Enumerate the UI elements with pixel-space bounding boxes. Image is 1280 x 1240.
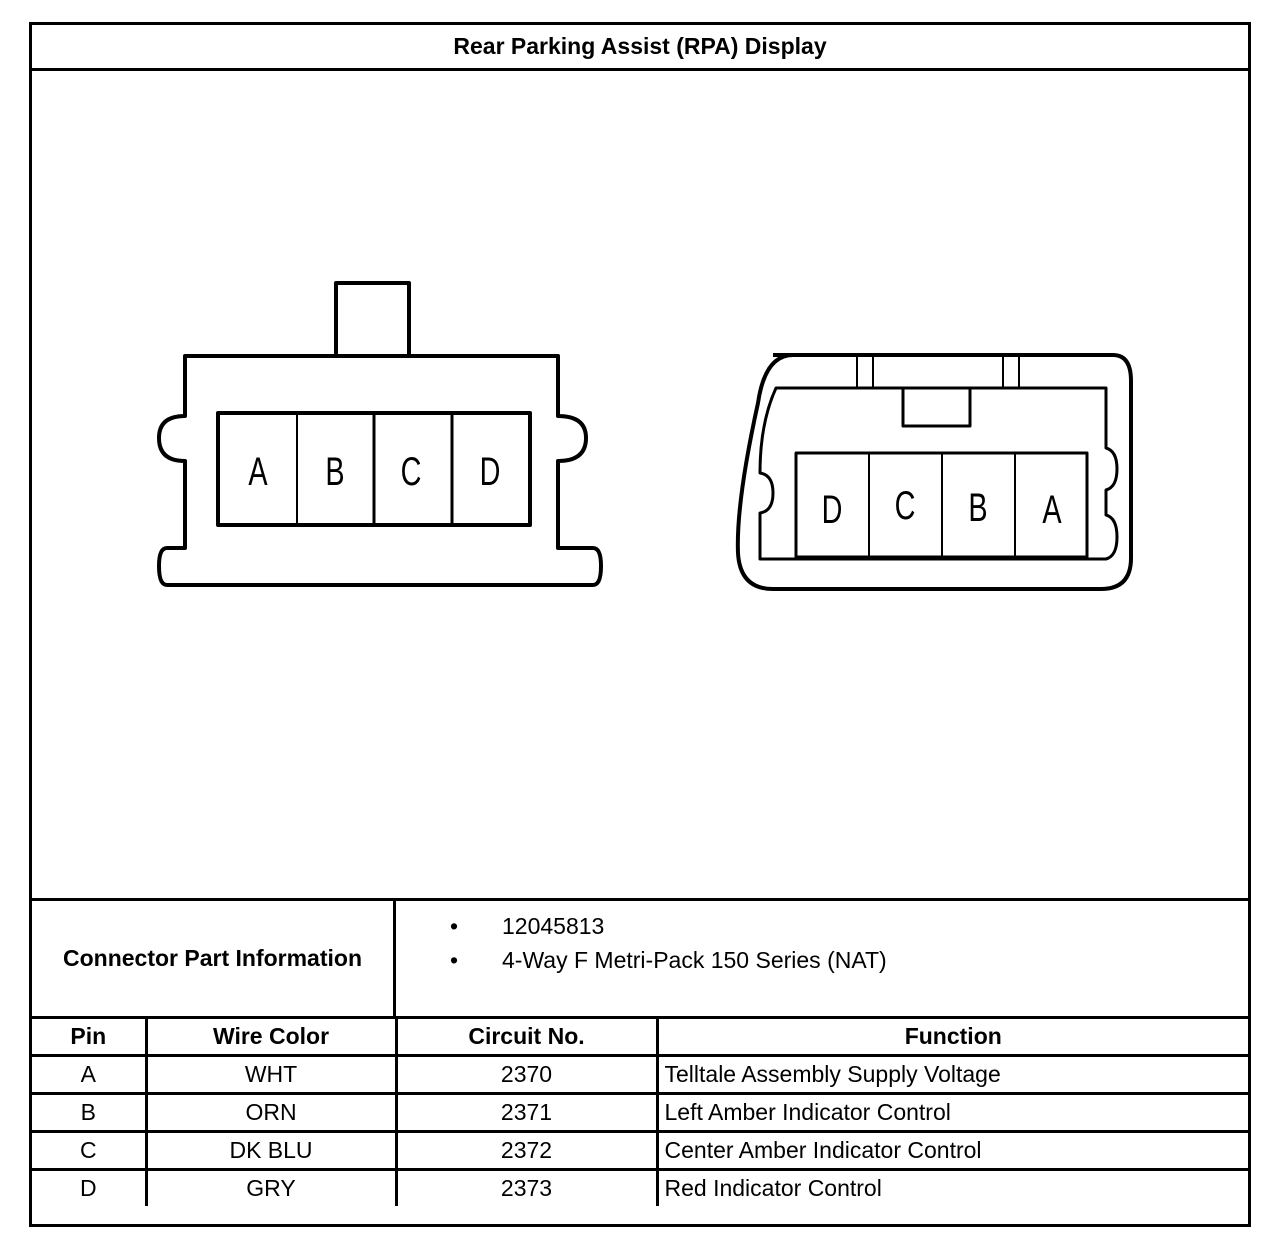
right-cavity-a: A xyxy=(1042,487,1062,532)
connector-drawing: A B C D D C B A xyxy=(157,281,1133,591)
header-function: Function xyxy=(655,1019,1248,1057)
table-header-row: Pin Wire Color Circuit No. Function xyxy=(32,1019,1248,1057)
list-item: • 4-Way F Metri-Pack 150 Series (NAT) xyxy=(396,943,887,977)
left-cavity-b: B xyxy=(325,449,344,494)
cell-circuit-no: 2370 xyxy=(394,1054,659,1095)
cell-pin: A xyxy=(32,1054,148,1095)
connector-diagram: A B C D D C B A xyxy=(32,71,1248,901)
cell-circuit-no: 2373 xyxy=(394,1168,659,1206)
left-cavity-c: C xyxy=(401,449,422,494)
connector-sheet: Rear Parking Assist (RPA) Display A B C … xyxy=(29,22,1251,1227)
right-cavity-b: B xyxy=(968,485,987,530)
cell-wire-color: GRY xyxy=(144,1168,398,1206)
cell-pin: C xyxy=(32,1130,148,1171)
connector-part-info-list: • 12045813 • 4-Way F Metri-Pack 150 Series… xyxy=(396,909,887,977)
connector-right xyxy=(735,353,1133,591)
table-row: B ORN 2371 Left Amber Indicator Control xyxy=(32,1092,1248,1133)
table-row: A WHT 2370 Telltale Assembly Supply Volt… xyxy=(32,1054,1248,1095)
pin-table: Pin Wire Color Circuit No. Function A WH… xyxy=(32,1019,1248,1206)
cell-circuit-no: 2372 xyxy=(394,1130,659,1171)
cell-function: Red Indicator Control xyxy=(655,1168,1248,1206)
left-cavity-a: A xyxy=(248,449,268,494)
cell-function: Center Amber Indicator Control xyxy=(655,1130,1248,1171)
right-cavity-c: C xyxy=(895,483,916,528)
sheet-title: Rear Parking Assist (RPA) Display xyxy=(32,25,1248,71)
cell-wire-color: ORN xyxy=(144,1092,398,1133)
connector-part-info-label: Connector Part Information xyxy=(32,901,396,1016)
connector-description: 4-Way F Metri-Pack 150 Series (NAT) xyxy=(502,947,887,973)
header-pin: Pin xyxy=(32,1019,148,1057)
cell-pin: B xyxy=(32,1092,148,1133)
cell-circuit-no: 2371 xyxy=(394,1092,659,1133)
header-circuit-no: Circuit No. xyxy=(394,1019,659,1057)
right-cavity-d: D xyxy=(822,487,843,532)
bullet-icon: • xyxy=(450,947,459,973)
cell-wire-color: WHT xyxy=(144,1054,398,1095)
connector-part-info: Connector Part Information • 12045813 • 4-… xyxy=(32,901,1248,1019)
bullet-icon: • xyxy=(450,913,459,939)
cell-pin: D xyxy=(32,1168,148,1206)
part-number: 12045813 xyxy=(502,913,605,939)
table-row: D GRY 2373 Red Indicator Control xyxy=(32,1168,1248,1206)
cell-wire-color: DK BLU xyxy=(144,1130,398,1171)
left-cavity-d: D xyxy=(480,449,501,494)
header-wire-color: Wire Color xyxy=(144,1019,398,1057)
cell-function: Telltale Assembly Supply Voltage xyxy=(655,1054,1248,1095)
cell-function: Left Amber Indicator Control xyxy=(655,1092,1248,1133)
connector-left xyxy=(157,281,603,587)
table-row: C DK BLU 2372 Center Amber Indicator Con… xyxy=(32,1130,1248,1171)
list-item: • 12045813 xyxy=(396,909,887,943)
